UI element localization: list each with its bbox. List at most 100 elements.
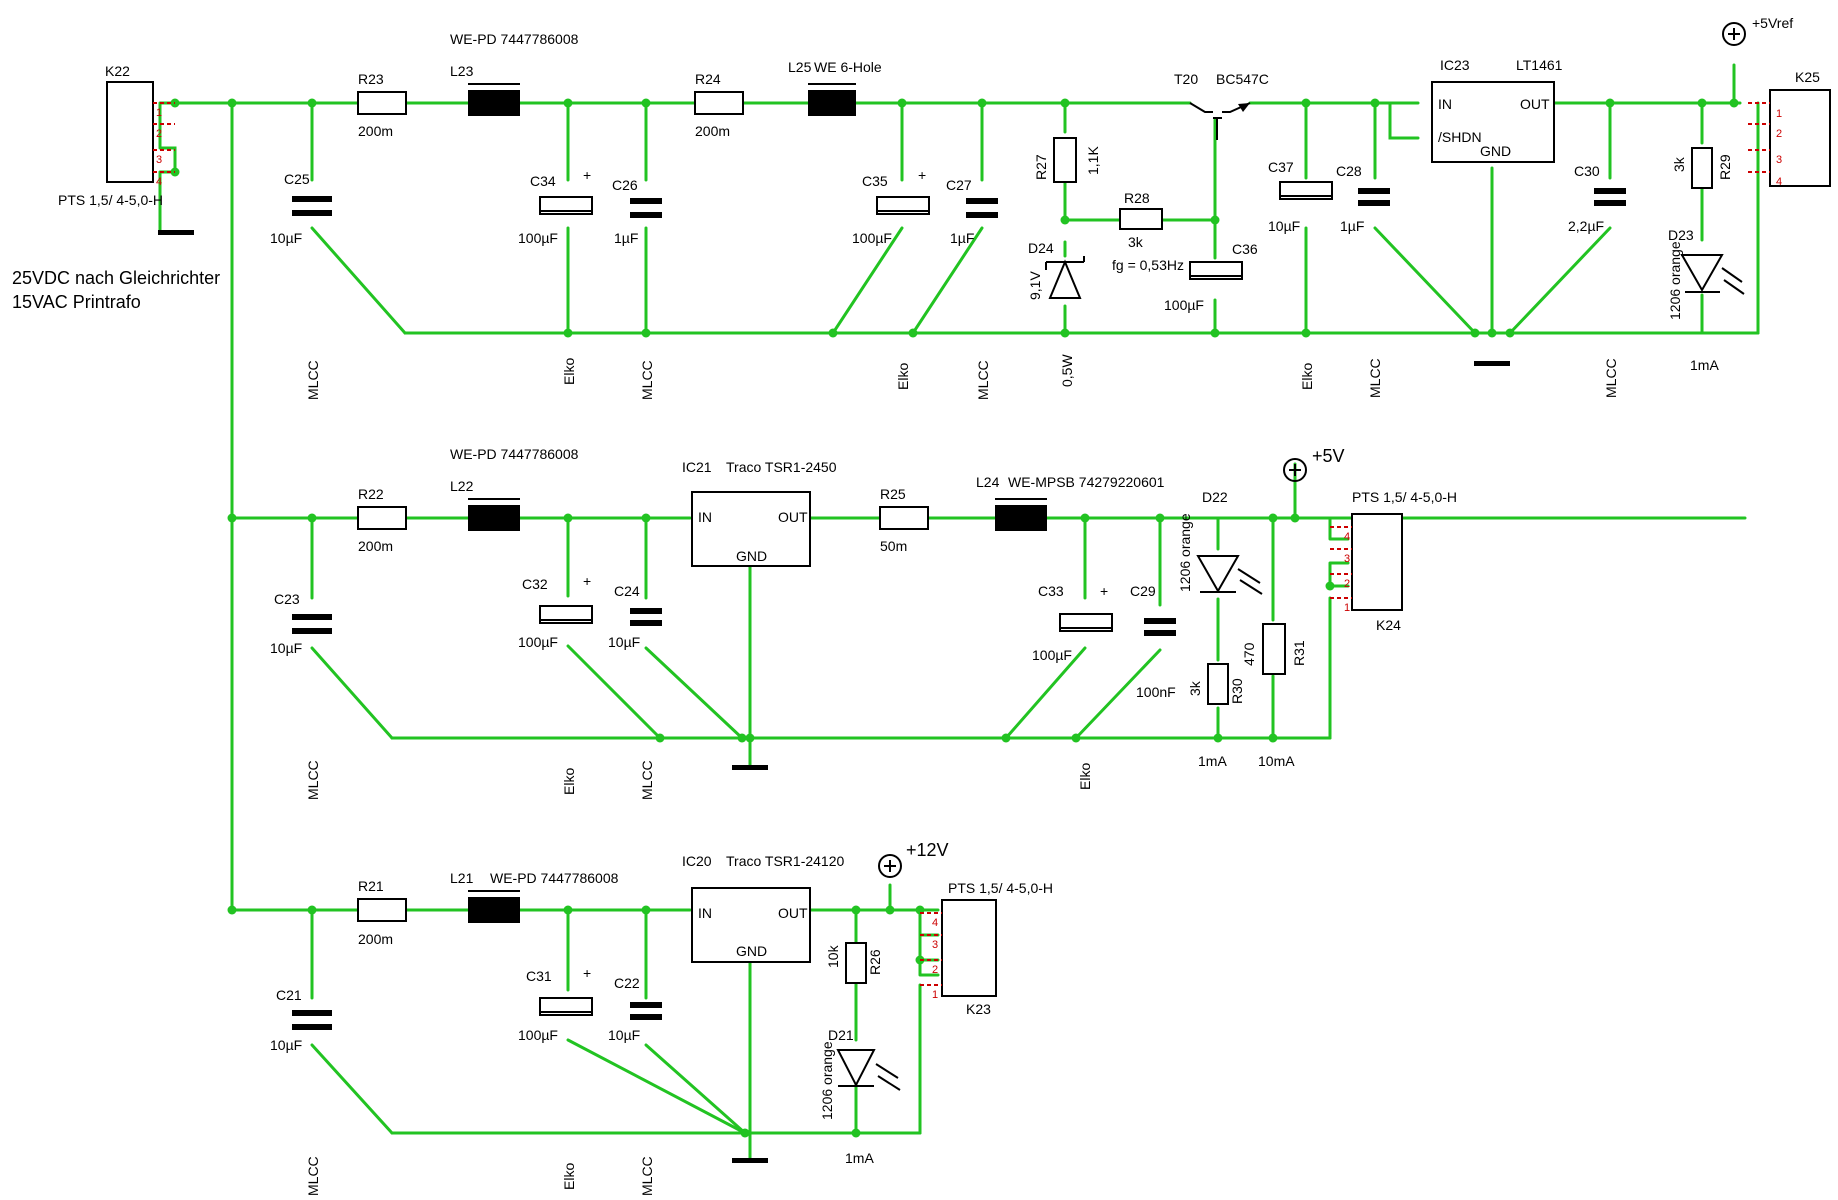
svg-text:R24: R24 bbox=[695, 71, 721, 87]
connector-k25: 1 2 3 4 K25 bbox=[1748, 69, 1831, 188]
ic-ic20: IN OUT GND IC20 Traco TSR1-24120 bbox=[682, 853, 844, 963]
capacitor-c29: C29 100nF bbox=[1130, 583, 1176, 700]
svg-text:IC20: IC20 bbox=[682, 853, 712, 869]
svg-text:1mA: 1mA bbox=[1690, 357, 1719, 373]
svg-text:C26: C26 bbox=[612, 177, 638, 193]
svg-text:fg = 0,53Hz: fg = 0,53Hz bbox=[1112, 257, 1184, 273]
svg-text:2,2µF: 2,2µF bbox=[1568, 218, 1604, 234]
svg-text:PTS 1,5/ 4-5,0-H: PTS 1,5/ 4-5,0-H bbox=[1352, 489, 1457, 505]
svg-text:+12V: +12V bbox=[906, 840, 949, 860]
svg-text:MLCC: MLCC bbox=[1367, 358, 1383, 398]
svg-text:MLCC: MLCC bbox=[1603, 358, 1619, 398]
svg-text:Elko: Elko bbox=[1077, 763, 1093, 790]
svg-text:100nF: 100nF bbox=[1136, 684, 1176, 700]
svg-text:T20: T20 bbox=[1174, 71, 1198, 87]
inductor-l22: L22 WE-PD 7447786008 bbox=[450, 446, 579, 531]
capacitor-c22: C22 10µF MLCC bbox=[608, 975, 662, 1196]
svg-text:MLCC: MLCC bbox=[975, 360, 991, 400]
svg-text:10µF: 10µF bbox=[270, 1037, 302, 1053]
svg-text:3: 3 bbox=[156, 154, 162, 166]
svg-text:10µF: 10µF bbox=[270, 230, 302, 246]
capacitor-c37: C37 10µF Elko bbox=[1268, 159, 1333, 390]
svg-text:3: 3 bbox=[1776, 154, 1782, 166]
connector-k23: 4 3 2 1 PTS 1,5/ 4-5,0-H K23 bbox=[920, 880, 1053, 1017]
ground-row1 bbox=[1474, 361, 1510, 366]
ic-ic23: IN /SHDN GND OUT IC23 LT1461 bbox=[1431, 57, 1563, 163]
capacitor-c33: + C33 100µF Elko bbox=[1032, 583, 1113, 790]
svg-text:WE-PD 7447786008: WE-PD 7447786008 bbox=[450, 31, 579, 47]
svg-text:100µF: 100µF bbox=[852, 230, 892, 246]
svg-text:+: + bbox=[1100, 583, 1108, 599]
inductor-l25: L25 WE 6-Hole bbox=[788, 59, 882, 116]
svg-text:100µF: 100µF bbox=[518, 1027, 558, 1043]
svg-text:50m: 50m bbox=[880, 538, 907, 554]
svg-text:C30: C30 bbox=[1574, 163, 1600, 179]
svg-text:IN: IN bbox=[1438, 96, 1452, 112]
svg-text:Elko: Elko bbox=[895, 363, 911, 390]
svg-text:IC21: IC21 bbox=[682, 459, 712, 475]
svg-text:MLCC: MLCC bbox=[305, 1156, 321, 1196]
capacitor-c26: C26 1µF MLCC bbox=[612, 177, 662, 400]
svg-text:2: 2 bbox=[1776, 128, 1782, 140]
svg-text:200m: 200m bbox=[358, 123, 393, 139]
svg-text:4: 4 bbox=[1776, 176, 1782, 188]
svg-text:+: + bbox=[583, 573, 591, 589]
svg-text:470: 470 bbox=[1241, 642, 1257, 666]
inductor-l21: L21 WE-PD 7447786008 bbox=[450, 870, 619, 923]
svg-text:L21: L21 bbox=[450, 870, 474, 886]
svg-text:200m: 200m bbox=[358, 931, 393, 947]
svg-text:1µF: 1µF bbox=[1340, 218, 1364, 234]
svg-text:L22: L22 bbox=[450, 478, 474, 494]
note-line-2: 15VAC Printrafo bbox=[12, 292, 141, 312]
svg-text:LT1461: LT1461 bbox=[1516, 57, 1563, 73]
svg-text:+5Vref: +5Vref bbox=[1752, 15, 1793, 31]
svg-text:C36: C36 bbox=[1232, 241, 1258, 257]
svg-text:C21: C21 bbox=[276, 987, 302, 1003]
svg-text:C34: C34 bbox=[530, 173, 556, 189]
svg-text:1µF: 1µF bbox=[614, 230, 638, 246]
svg-text:0,5W: 0,5W bbox=[1059, 354, 1075, 387]
svg-text:1: 1 bbox=[1344, 602, 1350, 614]
svg-text:IN: IN bbox=[698, 509, 712, 525]
junctions bbox=[170, 98, 1739, 1138]
svg-text:C29: C29 bbox=[1130, 583, 1156, 599]
capacitor-c21: C21 10µF MLCC bbox=[270, 987, 332, 1196]
resistor-r24: R24 200m bbox=[694, 71, 744, 139]
svg-text:OUT: OUT bbox=[1520, 96, 1550, 112]
resistor-r26: 10k R26 bbox=[825, 942, 883, 984]
capacitor-c27: C27 1µF MLCC bbox=[946, 177, 998, 400]
svg-text:R26: R26 bbox=[867, 949, 883, 975]
svg-text:C37: C37 bbox=[1268, 159, 1294, 175]
svg-text:1206 orange: 1206 orange bbox=[819, 1041, 835, 1120]
svg-text:10mA: 10mA bbox=[1258, 753, 1295, 769]
resistor-r30: 3k R30 bbox=[1187, 663, 1245, 705]
svg-text:100µF: 100µF bbox=[1032, 647, 1072, 663]
svg-text:10µF: 10µF bbox=[1268, 218, 1300, 234]
svg-text:D22: D22 bbox=[1202, 489, 1228, 505]
capacitor-c35: + C35 100µF Elko bbox=[852, 167, 930, 390]
resistor-r21: R21 200m bbox=[357, 878, 407, 947]
svg-text:4: 4 bbox=[156, 176, 162, 188]
svg-text:1mA: 1mA bbox=[845, 1150, 874, 1166]
svg-text:1206 orange: 1206 orange bbox=[1177, 513, 1193, 592]
svg-text:Elko: Elko bbox=[561, 1163, 577, 1190]
svg-text:10µF: 10µF bbox=[270, 640, 302, 656]
svg-text:R28: R28 bbox=[1124, 190, 1150, 206]
connector-k22: 1 2 3 4 K22 PTS 1,5/ 4-5,0-H bbox=[58, 63, 194, 235]
svg-text:3k: 3k bbox=[1671, 156, 1687, 172]
ic-ic21: IN OUT GND IC21 Traco TSR1-2450 bbox=[682, 459, 837, 567]
supply-12v: +12V bbox=[878, 840, 949, 878]
capacitor-c32: + C32 100µF Elko bbox=[518, 573, 593, 795]
svg-text:R30: R30 bbox=[1229, 678, 1245, 704]
svg-text:K25: K25 bbox=[1795, 69, 1820, 85]
svg-text:IN: IN bbox=[698, 905, 712, 921]
capacitor-c34: + C34 100µF Elko bbox=[518, 167, 593, 385]
svg-text:K23: K23 bbox=[966, 1001, 991, 1017]
ground-row3 bbox=[732, 1158, 768, 1163]
svg-text:BC547C: BC547C bbox=[1216, 71, 1269, 87]
svg-text:9,1V: 9,1V bbox=[1027, 271, 1043, 300]
ground-row2 bbox=[732, 765, 768, 770]
svg-text:WE-MPSB 74279220601: WE-MPSB 74279220601 bbox=[1008, 474, 1165, 490]
svg-text:WE 6-Hole: WE 6-Hole bbox=[814, 59, 882, 75]
